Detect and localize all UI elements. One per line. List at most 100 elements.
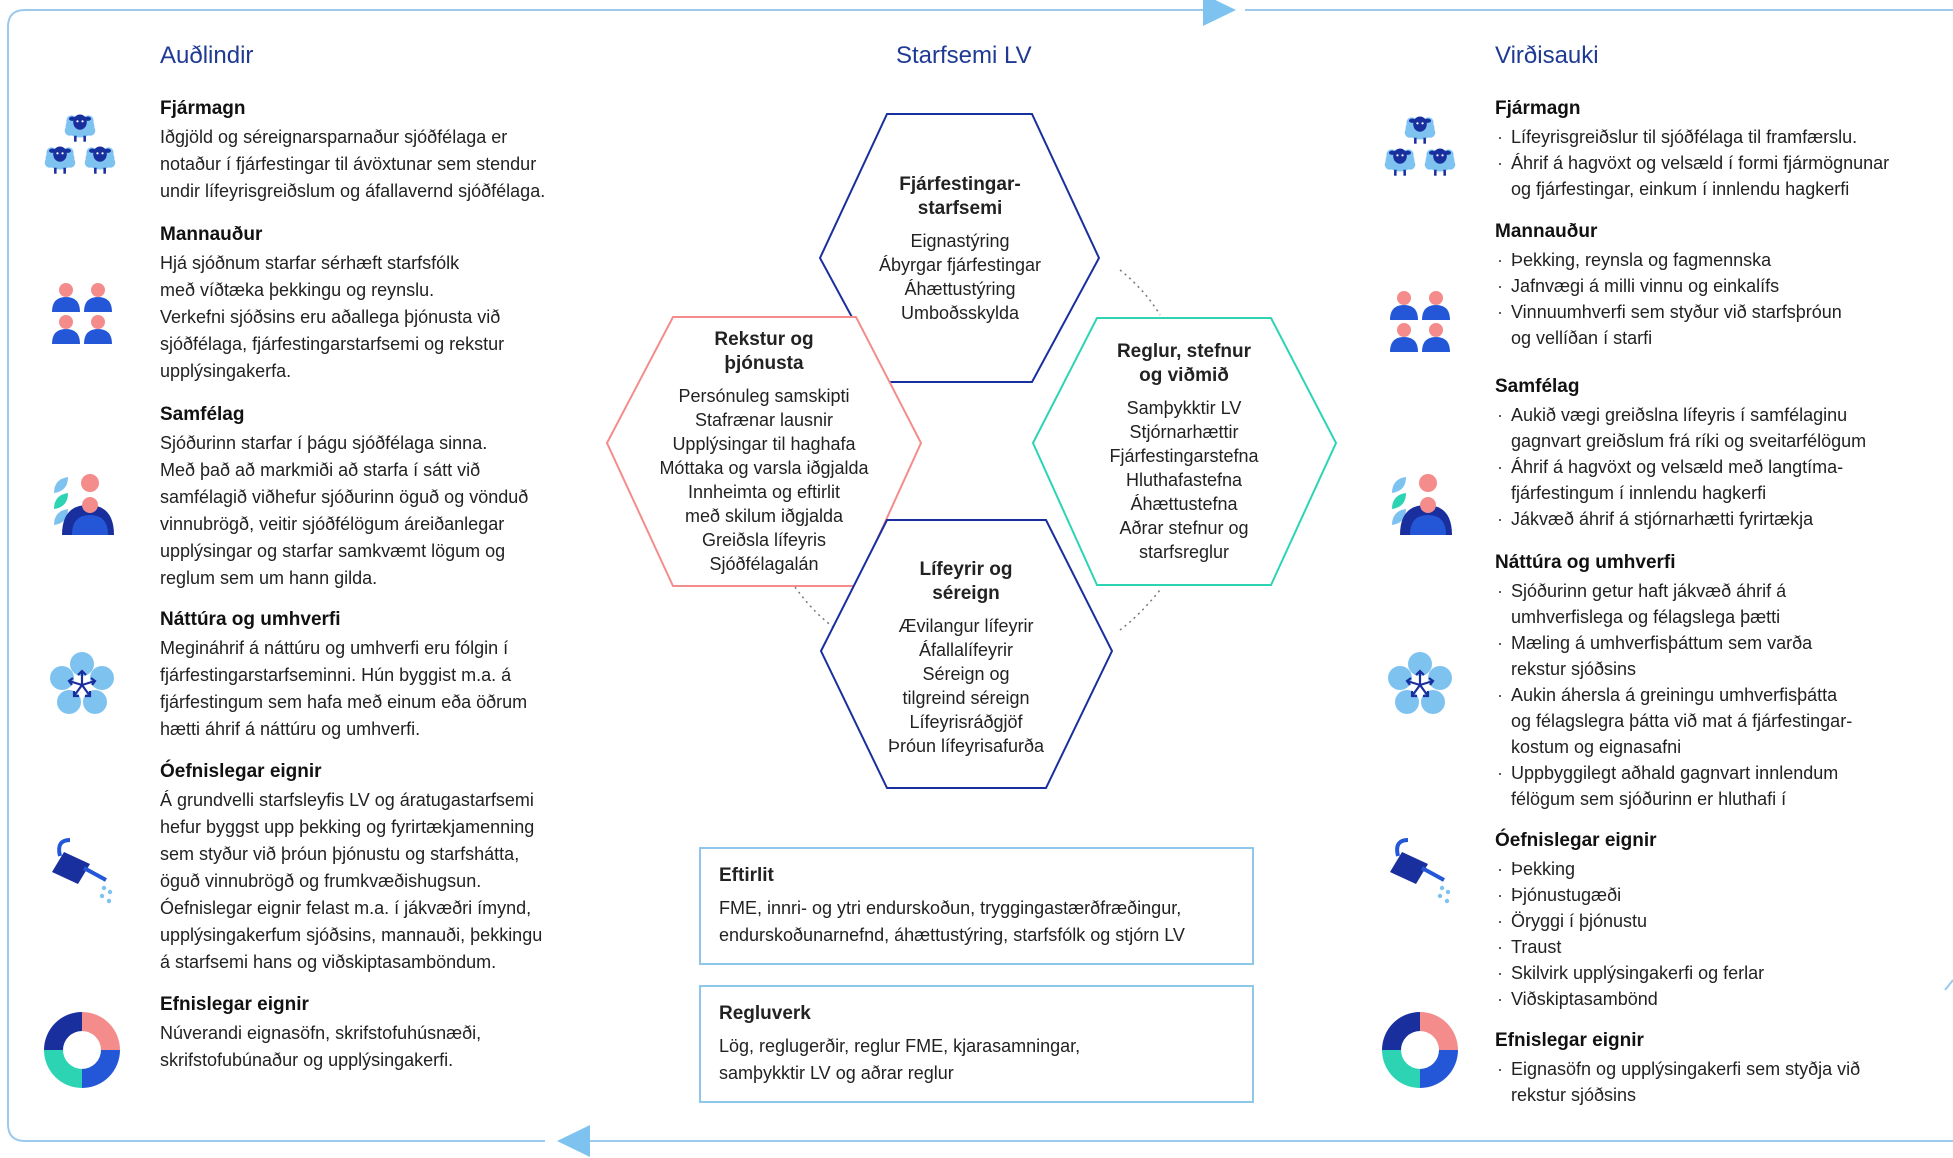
hexagon-item: Umboðsskylda [900, 303, 1020, 323]
center-column-title: Starfsemi LV [896, 42, 1032, 69]
section-heading: Náttúra og umhverfi [1495, 552, 1676, 573]
box-heading: Regluverk [719, 1003, 811, 1024]
section-heading: Efnislegar eignir [1495, 1030, 1644, 1051]
regluverk-box: Regluverk Lög, reglugerðir, reglur FME, … [699, 985, 1254, 1103]
left-section-mannaudur: Mannauður Hjá sjóðnum starfar sérhæft st… [160, 224, 504, 385]
hexagon-item: Þróun lífeyrisafurða [887, 736, 1045, 756]
left-section-nattura: Náttúra og umhverfi Megináhrif á náttúru… [160, 609, 527, 743]
hexagon-item: Aðrar stefnur og [1119, 518, 1249, 538]
eftirlit-box: Eftirlit FME, innri- og ytri endurskoðun… [699, 847, 1254, 965]
hexagon-rekstur [605, 316, 923, 587]
hexagon-item: Samþykktir LV [1126, 398, 1242, 418]
section-text: Núverandi eignasöfn, skrifstofuhúsnæði, … [160, 1023, 482, 1070]
flow-arrow-top [1203, 0, 1236, 26]
bullet-item: Eignasöfn og upplýsingakerfi sem styðja … [1495, 1056, 1860, 1108]
section-heading: Samfélag [160, 404, 245, 425]
section-heading: Efnislegar eignir [160, 994, 309, 1015]
section-heading: Samfélag [1495, 376, 1580, 397]
right-section-fjarmagn: Fjármagn Lífeyrisgreiðslur til sjóðfélag… [1495, 98, 1889, 202]
right-column-title: Virðisauki [1495, 42, 1599, 69]
bullet-item: Vinnuumhverfi sem styður við starfsþróun… [1495, 299, 1842, 351]
hexagon-item: Séreign og [922, 664, 1010, 684]
section-text: Iðgjöld og séreignarsparnaður sjóðfélaga… [160, 127, 546, 201]
hexagon-item: Lífeyrisráðgjöf [909, 712, 1023, 732]
box-heading: Eftirlit [719, 865, 774, 886]
hexagon-title: Fjárfestingar- starfsemi [899, 174, 1021, 219]
bullet-item: Viðskiptasambönd [1495, 986, 1764, 1012]
right-section-samfelag: Samfélag Aukið vægi greiðslna lífeyris í… [1495, 376, 1866, 532]
hexagon-title: Rekstur og þjónusta [714, 329, 814, 374]
section-text: Sjóðurinn starfar í þágu sjóðfélaga sinn… [160, 433, 529, 588]
sheep-icon [1384, 116, 1456, 176]
right-section-efnislegar: Efnislegar eignir Eignasöfn og upplýsing… [1495, 1030, 1860, 1108]
hexagon-item: Eignastýring [910, 231, 1010, 251]
hexagon-item: tilgreind séreign [902, 688, 1030, 708]
left-section-samfelag: Samfélag Sjóðurinn starfar í þágu sjóðfé… [160, 404, 528, 592]
left-section-efnislegar: Efnislegar eignir Núverandi eignasöfn, s… [160, 994, 481, 1074]
hexagon-item: Ábyrgar fjárfestingar [878, 255, 1042, 275]
bullet-item: Uppbyggilegt aðhald gagnvart innlendum f… [1495, 760, 1852, 812]
section-heading: Fjármagn [1495, 98, 1581, 119]
hexagon-item: Upplýsingar til haghafa [672, 434, 856, 454]
right-section-oefnislegar: Óefnislegar eignir Þekking Þjónustugæði … [1495, 830, 1764, 1012]
bullet-item: Þekking, reynsla og fagmennska [1495, 247, 1842, 273]
right-section-mannaudur: Mannauður Þekking, reynsla og fagmennska… [1495, 221, 1842, 351]
section-text: Á grundvelli starfsleyfis LV og áratugas… [160, 790, 543, 972]
flower-icon [1386, 650, 1454, 716]
hexagon-item: Persónuleg samskipti [678, 386, 850, 406]
left-section-fjarmagn: Fjármagn Iðgjöld og séreignarsparnaður s… [160, 98, 545, 205]
section-text: Megináhrif á náttúru og umhverfi eru fól… [160, 638, 528, 739]
section-text: Hjá sjóðnum starfar sérhæft starfsfólk m… [160, 253, 505, 381]
hexagon-lifeyrir [819, 519, 1114, 789]
bullet-item: Áhrif á hagvöxt og velsæld með langtíma-… [1495, 454, 1866, 506]
hexagon-item: Hluthafastefna [1125, 470, 1243, 490]
hexagon-item: starfsreglur [1138, 542, 1230, 562]
section-heading: Óefnislegar eignir [160, 761, 322, 782]
bullet-item: Traust [1495, 934, 1764, 960]
hexagon-item: Stjórnarhættir [1129, 422, 1239, 442]
bullet-item: Áhrif á hagvöxt og velsæld í formi fjárm… [1495, 150, 1889, 202]
section-heading: Mannauður [1495, 221, 1598, 242]
hexagon-lifeyrir-text: Lífeyrir og séreign Ævilangur lífeyrir Á… [856, 558, 1076, 758]
people-icon [1390, 291, 1450, 352]
hexagon-rekstur-text: Rekstur og þjónusta Persónuleg samskipti… [634, 328, 894, 576]
hexagon-fjarfestingarstarfsemi-text: Fjárfestingar- starfsemi Eignastýring Áb… [850, 173, 1070, 325]
left-column-title: Auðlindir [160, 42, 254, 69]
hexagon-reglur-text: Reglur, stefnur og viðmið Samþykktir LV … [1074, 340, 1294, 564]
hexagon-item: Sjóðfélagalán [709, 554, 819, 574]
hexagon-item: Innheimta og eftirlit [687, 482, 841, 502]
box-text: FME, innri- og ytri endurskoðun, tryggin… [719, 898, 1185, 945]
hexagon-item: Áhættustefna [1130, 494, 1238, 514]
hexagon-item: með skilum iðgjalda [684, 506, 844, 526]
watering-can-icon [1388, 838, 1453, 906]
bullet-item: Sjóðurinn getur haft jákvæð áhrif á umhv… [1495, 578, 1852, 630]
bullet-item: Mæling á umhverfisþáttum sem varða rekst… [1495, 630, 1852, 682]
flow-arrow-bottom [557, 1125, 590, 1157]
box-text: Lög, reglugerðir, reglur FME, kjarasamni… [719, 1036, 1081, 1083]
bullet-item: Aukið vægi greiðslna lífeyris í samfélag… [1495, 402, 1866, 454]
section-heading: Mannauður [160, 224, 263, 245]
bullet-item: Þekking [1495, 856, 1764, 882]
hexagon-item: Fjárfestingarstefna [1109, 446, 1259, 466]
hexagon-title: Reglur, stefnur og viðmið [1116, 341, 1252, 386]
hexagon-title: Lífeyrir og séreign [919, 559, 1013, 604]
section-heading: Náttúra og umhverfi [160, 609, 341, 630]
community-icon [1392, 474, 1452, 535]
hexagon-item: Móttaka og varsla iðgjalda [659, 458, 869, 478]
hexagon-item: Áfallalífeyrir [918, 640, 1014, 660]
section-heading: Óefnislegar eignir [1495, 830, 1657, 851]
hexagon-item: Áhættustýring [904, 279, 1016, 299]
hexagon-item: Ævilangur lífeyrir [898, 616, 1034, 636]
bullet-item: Jákvæð áhrif á stjórnarhætti fyrirtækja [1495, 506, 1866, 532]
bullet-item: Öryggi í þjónustu [1495, 908, 1764, 934]
hexagon-item: Greiðsla lífeyris [701, 530, 827, 550]
bullet-item: Aukin áhersla á greiningu umhverfisþátta… [1495, 682, 1852, 760]
bullet-item: Þjónustugæði [1495, 882, 1764, 908]
bullet-item: Jafnvægi á milli vinnu og einkalífs [1495, 273, 1842, 299]
hexagon-item: Stafrænar lausnir [694, 410, 834, 430]
bullet-item: Lífeyrisgreiðslur til sjóðfélaga til fra… [1495, 124, 1889, 150]
left-section-oefnislegar: Óefnislegar eignir Á grundvelli starfsle… [160, 761, 542, 976]
hexagon-reglur [1031, 317, 1338, 586]
